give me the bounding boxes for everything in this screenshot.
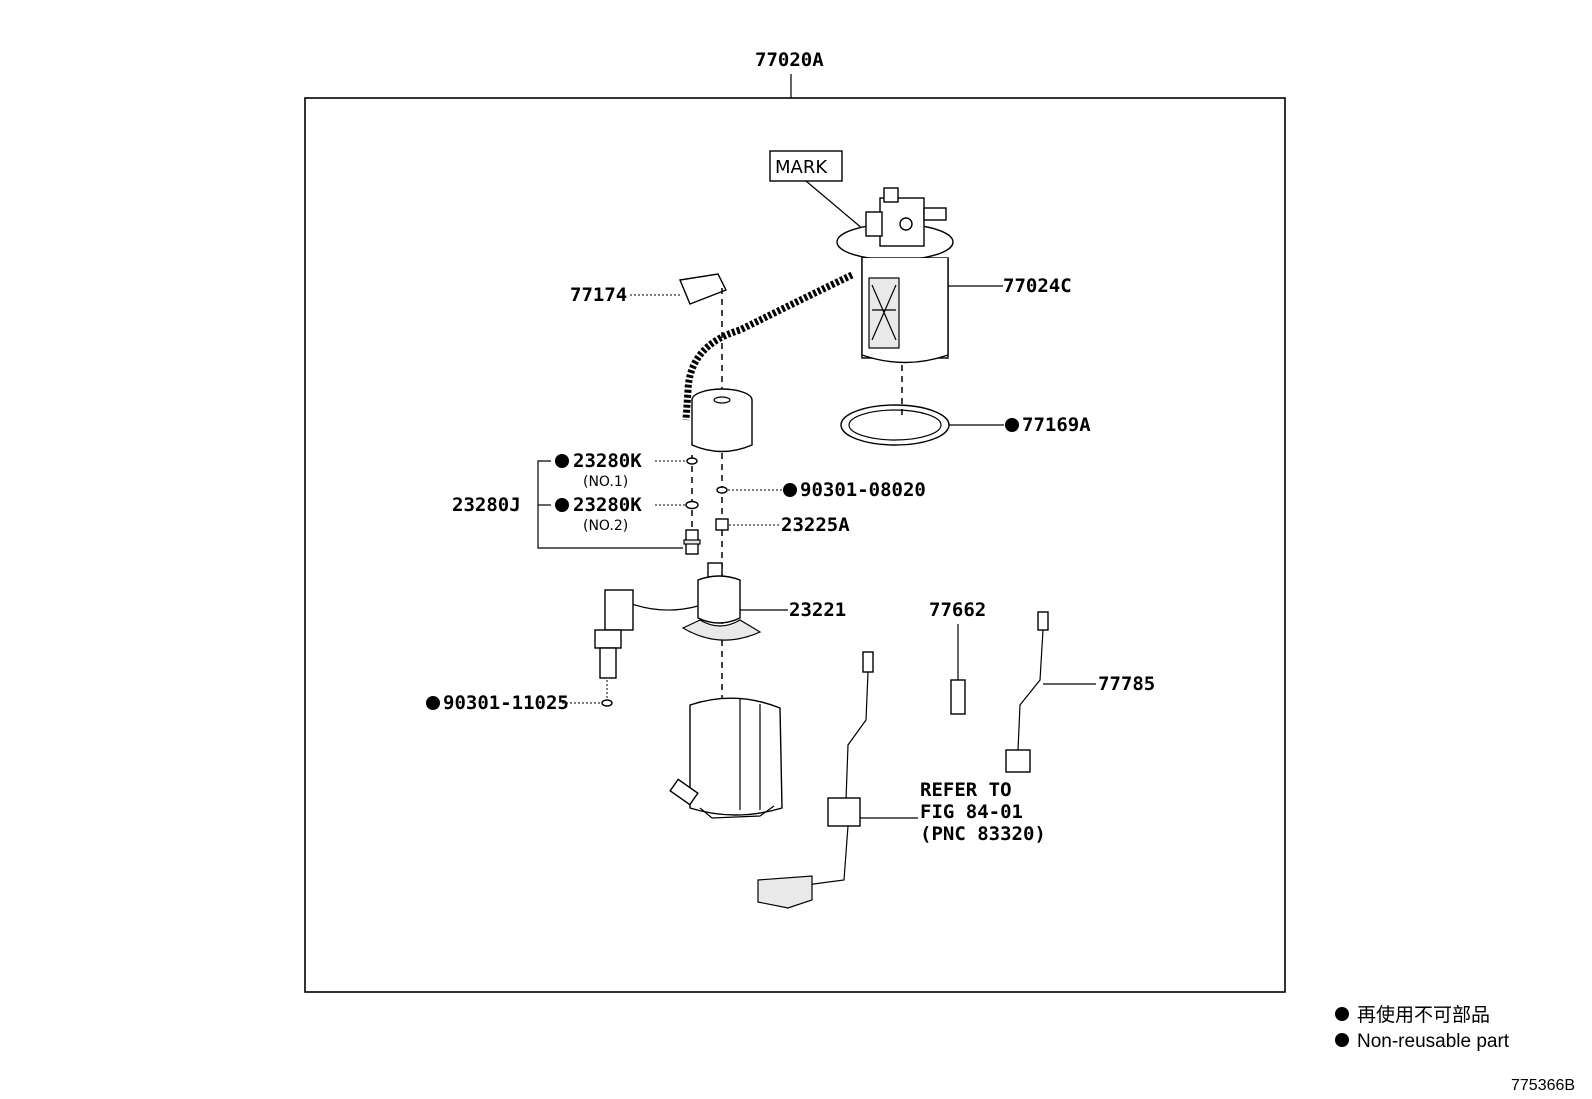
- part-label-90301-08020: 90301-08020: [800, 479, 926, 501]
- o-ring-90301-08020: [716, 486, 728, 494]
- fuel-hose: [682, 271, 854, 421]
- fuel-pump-flange-drawing: [836, 187, 954, 364]
- legend-marker-en: [1335, 1033, 1349, 1047]
- part-label-90301-11025: 90301-11025: [443, 692, 569, 714]
- part-label-23225a: 23225A: [781, 514, 850, 536]
- part-77662-drawing: [950, 679, 966, 715]
- assembly-frame: [304, 97, 1286, 993]
- legend-en: Non-reusable part: [1357, 1031, 1510, 1052]
- part-sub-23280k-2: (NO.2): [583, 518, 628, 534]
- o-ring-no2: [685, 500, 699, 510]
- part-label-77169a: 77169A: [1022, 414, 1091, 436]
- non-reusable-marker: [555, 498, 569, 512]
- part-label-77024c: 77024C: [1003, 275, 1072, 297]
- o-ring-no1: [686, 457, 698, 465]
- part-label-77662: 77662: [929, 599, 986, 621]
- assembly-label: 77020A: [755, 49, 824, 71]
- non-reusable-marker: [555, 454, 569, 468]
- legend-jp: 再使用不可部品: [1357, 1004, 1490, 1026]
- non-reusable-marker: [783, 483, 797, 497]
- fuel-pump-drawing: [594, 562, 762, 679]
- fuel-filter-drawing: [691, 388, 753, 453]
- part-label-23280j: 23280J: [452, 494, 521, 516]
- refer-line-1: REFER TO: [920, 779, 1012, 801]
- gasket-ring: [840, 404, 950, 446]
- part-label-77174: 77174: [570, 284, 627, 306]
- mark-label: MARK: [775, 157, 828, 178]
- pressure-regulator-drawing: [683, 529, 701, 555]
- suction-bracket-drawing: [669, 697, 783, 819]
- non-reusable-marker: [1005, 418, 1019, 432]
- part-label-77785: 77785: [1098, 673, 1155, 695]
- clip-77174: [679, 273, 727, 305]
- part-label-23280k-1: 23280K: [573, 450, 642, 472]
- refer-line-3: (PNC 83320): [920, 823, 1046, 845]
- part-label-23280k-2: 23280K: [573, 494, 642, 516]
- cushion-23225a: [715, 518, 729, 531]
- part-sub-23280k-1: (NO.1): [583, 474, 628, 490]
- part-label-23221: 23221: [789, 599, 846, 621]
- refer-line-2: FIG 84-01: [920, 801, 1023, 823]
- sender-gauge-drawing: [757, 651, 874, 909]
- o-ring-90301-11025: [601, 699, 613, 707]
- legend-marker-jp: [1335, 1007, 1349, 1021]
- wire-77785-drawing: [1005, 611, 1049, 773]
- figure-code: 775366B: [1511, 1077, 1575, 1094]
- non-reusable-marker: [426, 696, 440, 710]
